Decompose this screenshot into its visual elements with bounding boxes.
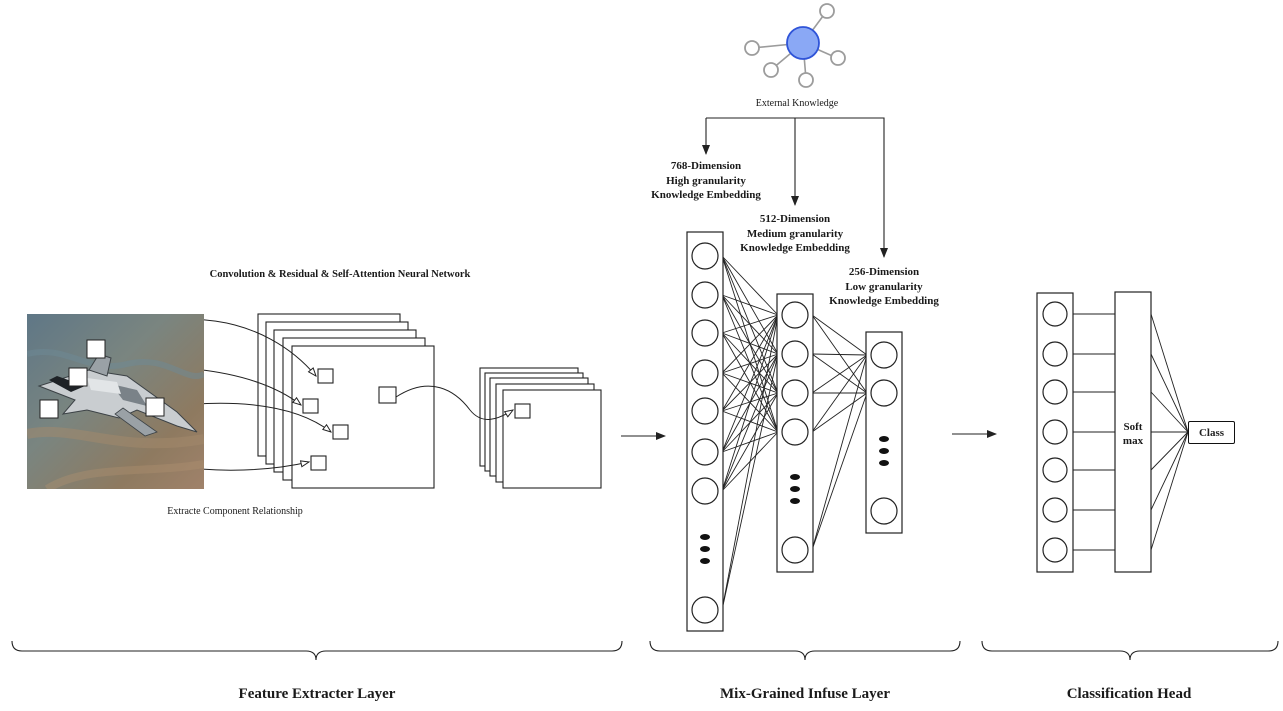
- neuron-256: [870, 379, 898, 407]
- neuron-256: [870, 497, 898, 525]
- class-output-box: Class: [1188, 421, 1235, 444]
- ellipsis-dot: [879, 436, 889, 442]
- neuron-768: [691, 438, 719, 466]
- input-aircraft-image: [27, 314, 204, 489]
- section-braces: [11, 640, 1279, 661]
- ellipsis-dot: [879, 448, 889, 454]
- embedding-768-label: 768-Dimension High granularity Knowledge…: [651, 160, 761, 201]
- neuron-head: [1042, 341, 1068, 367]
- network-title: Convolution & Residual & Self-Attention …: [209, 269, 471, 280]
- external-knowledge-graph: [744, 3, 846, 88]
- infuse-connections: [721, 255, 868, 611]
- section-title-classification-head: Classification Head: [1066, 686, 1192, 702]
- neuron-512: [781, 536, 809, 564]
- neuron-512: [781, 418, 809, 446]
- neuron-768: [691, 242, 719, 270]
- feature-patches-large: [302, 368, 397, 471]
- knowledge-hub-node: [786, 26, 820, 60]
- feature-map-stack-large: [257, 313, 435, 489]
- ellipsis-dot: [790, 474, 800, 480]
- embedding-256-label: 256-Dimension Low granularity Knowledge …: [829, 266, 939, 307]
- neuron-768: [691, 281, 719, 309]
- neuron-512: [781, 301, 809, 329]
- neuron-768: [691, 319, 719, 347]
- neuron-head: [1042, 301, 1068, 327]
- neuron-head: [1042, 497, 1068, 523]
- neuron-head: [1042, 379, 1068, 405]
- feature-map-stack-small: [479, 367, 602, 489]
- neuron-512: [781, 379, 809, 407]
- ellipsis-dot: [700, 558, 710, 564]
- ellipsis-dot: [700, 534, 710, 540]
- embedding-512-label: 512-Dimension Medium granularity Knowled…: [740, 213, 850, 254]
- neuron-768: [691, 477, 719, 505]
- ellipsis-dot: [790, 486, 800, 492]
- neuron-head: [1042, 537, 1068, 563]
- feature-patch-small: [514, 403, 531, 419]
- softmax-label: Soft max: [1122, 421, 1144, 447]
- section-title-feature-extracter: Feature Extracter Layer: [238, 686, 396, 702]
- neuron-512: [781, 340, 809, 368]
- neuron-768: [691, 359, 719, 387]
- component-relationship-label: Extracte Component Relationship: [167, 506, 303, 517]
- neuron-768: [691, 397, 719, 425]
- ellipsis-dot: [879, 460, 889, 466]
- section-title-infuse-layer: Mix-Grained Infuse Layer: [720, 686, 890, 702]
- external-knowledge-label: External Knowledge: [755, 98, 839, 109]
- classification-connections: [1068, 313, 1189, 551]
- softmax-column: [1114, 291, 1152, 573]
- ellipsis-dot: [790, 498, 800, 504]
- neuron-256: [870, 341, 898, 369]
- neuron-768: [691, 596, 719, 624]
- ellipsis-dot: [700, 546, 710, 552]
- knowledge-routing-arrows: [702, 117, 888, 258]
- neuron-head: [1042, 419, 1068, 445]
- neuron-head: [1042, 457, 1068, 483]
